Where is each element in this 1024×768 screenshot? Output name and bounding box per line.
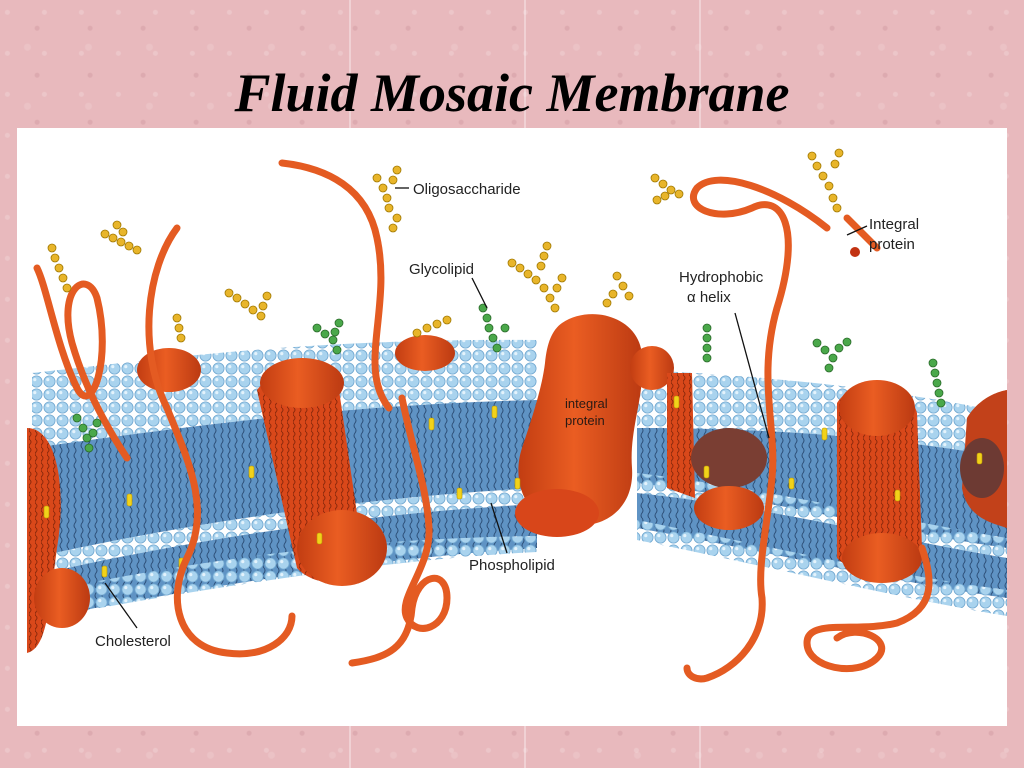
- membrane-diagram: Oligosaccharide Integral protein Glycoli…: [17, 128, 1007, 726]
- label-integral-protein-top-line2: protein: [869, 236, 915, 253]
- label-glycolipid: Glycolipid: [409, 261, 474, 278]
- protein-chain-terminus: [850, 247, 860, 257]
- membrane-illustration: Oligosaccharide Integral protein Glycoli…: [27, 148, 1007, 683]
- protein-chains: [33, 159, 933, 683]
- label-integral-protein-top-line1: Integral: [869, 216, 919, 233]
- label-phospholipid: Phospholipid: [469, 557, 555, 574]
- slide-title: Fluid Mosaic Membrane: [234, 63, 790, 123]
- label-oligosaccharide: Oligosaccharide: [413, 181, 521, 198]
- oligosaccharide-chains: [47, 148, 844, 343]
- label-integral-protein-center-line2: protein: [565, 413, 605, 428]
- label-cholesterol: Cholesterol: [95, 633, 171, 650]
- label-integral-protein-center-line1: integral: [565, 396, 608, 411]
- label-hydrophobic-line1: Hydrophobic: [679, 269, 764, 286]
- leader-lines: [104, 187, 868, 629]
- label-hydrophobic-line2: α helix: [687, 289, 731, 306]
- cholesterol-molecules: [43, 395, 983, 578]
- glycolipid-chains: [72, 303, 946, 453]
